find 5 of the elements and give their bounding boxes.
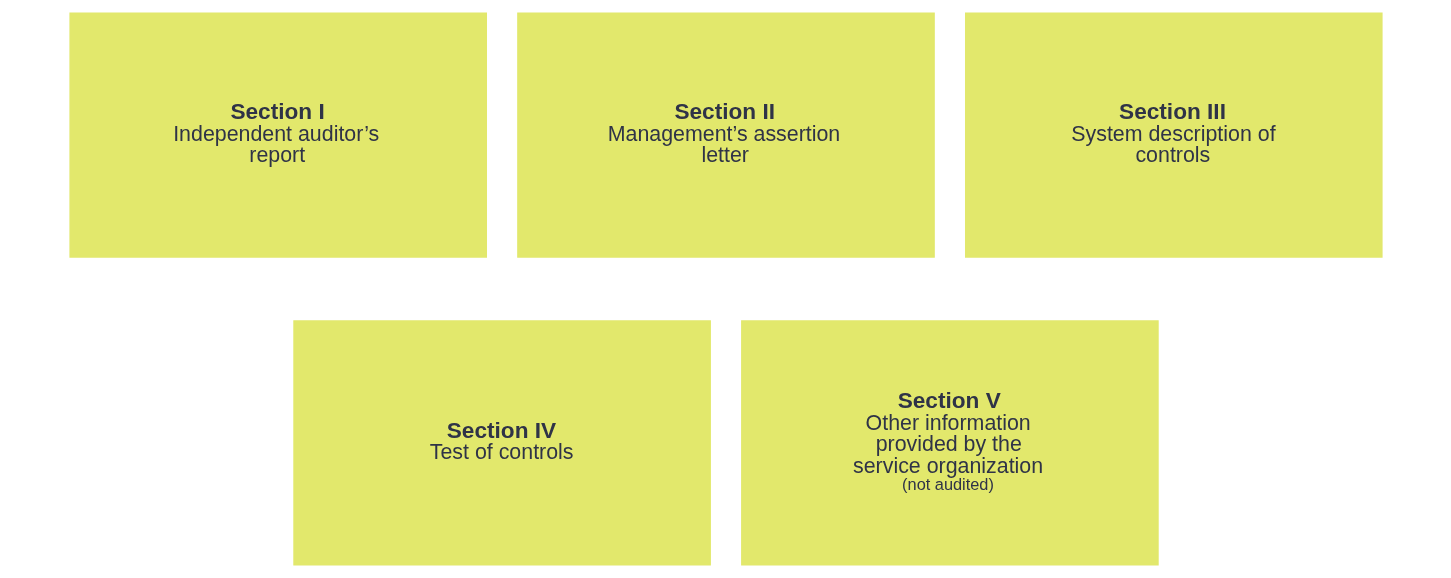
node-box: Section IV Test of controls xyxy=(292,320,711,566)
node-box: Section V Other information provided by the service organization (not audited) xyxy=(740,320,1159,566)
node-box: Section II Management’s assertion letter xyxy=(516,12,935,258)
node-box: Section III System description of controls xyxy=(964,12,1383,258)
node-box: Section I Independent auditor’s report xyxy=(68,12,487,258)
